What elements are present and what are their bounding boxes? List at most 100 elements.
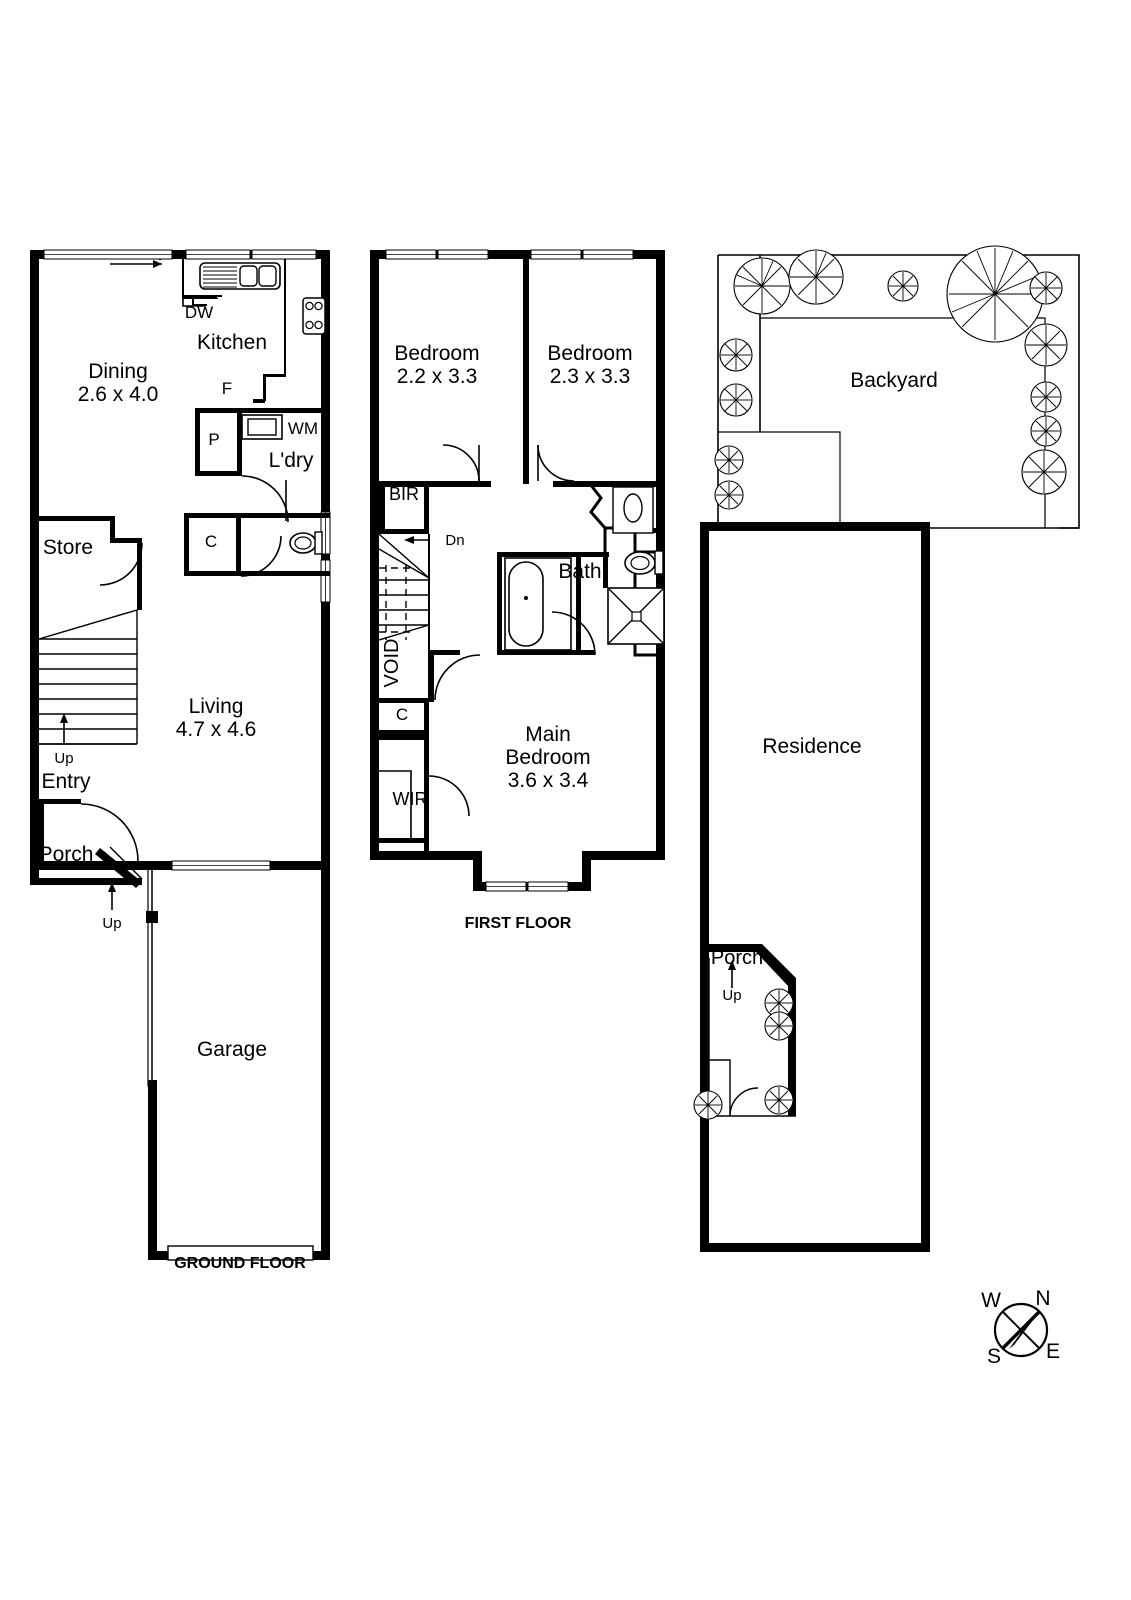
- label-dishwasher: DW: [185, 303, 213, 322]
- entry-door: [39, 799, 139, 862]
- door-swing-bath: [551, 611, 596, 656]
- built-in-robe-walls: [379, 481, 429, 534]
- label-site-up: Up: [722, 987, 741, 1004]
- toilet-icon-first: [624, 550, 664, 575]
- cupboard-first-walls: [379, 698, 429, 735]
- label-residence: Residence: [762, 735, 861, 758]
- label-porch-site: Porch: [711, 947, 763, 969]
- label-fridge: F: [222, 379, 232, 398]
- label-kitchen: Kitchen: [197, 331, 267, 354]
- walk-in-robe-walls: [379, 735, 429, 855]
- washing-machine-icon: [241, 414, 283, 440]
- site-plan: Backyard Residence Porch Up: [693, 245, 1080, 1252]
- dishwasher-outline: [182, 296, 205, 307]
- tree-icon: [764, 988, 794, 1018]
- ground-floor-plan: Dining 2.6 x 4.0 Kitchen DW F P WM L'dry…: [30, 249, 331, 1272]
- tree-icon: [714, 480, 744, 510]
- residence-walls: [700, 522, 930, 1252]
- compass-label-west: W: [981, 1289, 1001, 1312]
- toilet-icon: [289, 531, 323, 555]
- site-porch: [700, 944, 796, 1117]
- label-built-in-robe: BIR: [389, 484, 419, 504]
- label-living-dimensions: 4.7 x 4.6: [176, 718, 257, 741]
- tree-icon: [1021, 449, 1067, 495]
- label-main-bedroom-dimensions: 3.6 x 3.4: [508, 769, 589, 792]
- door-swing-main-bedroom: [434, 654, 481, 701]
- caption-first-floor: FIRST FLOOR: [465, 915, 572, 932]
- sliding-door-arrow: [110, 260, 162, 268]
- tree-icon: [1030, 381, 1062, 413]
- store-walls: [39, 516, 142, 610]
- door-swing-wc: [240, 535, 282, 577]
- tree-icon: [1030, 415, 1062, 447]
- label-dining-dimensions: 2.6 x 4.0: [78, 383, 159, 406]
- label-bedroom-2-dimensions: 2.2 x 3.3: [397, 365, 478, 388]
- label-main-bedroom-line1: Main: [525, 723, 571, 746]
- compass-label-south: S: [987, 1345, 1001, 1368]
- staircase-ground: [38, 609, 138, 745]
- label-entry: Entry: [41, 770, 91, 793]
- tree-icon: [764, 1011, 794, 1041]
- stair-down-arrow: [404, 536, 430, 544]
- tree-icon: [1024, 323, 1068, 367]
- tree-icon: [887, 270, 919, 302]
- label-bedroom-3: Bedroom: [547, 342, 632, 365]
- door-swing-laundry: [241, 475, 289, 523]
- tree-icon: [719, 383, 753, 417]
- label-garage: Garage: [197, 1038, 267, 1061]
- tree-icon: [788, 249, 844, 305]
- staircase-first: [378, 533, 430, 700]
- door-swing-bedroom-right: [537, 444, 575, 482]
- tree-icon: [693, 1090, 723, 1120]
- label-store: Store: [43, 536, 93, 559]
- tree-icon: [719, 338, 753, 372]
- label-cupboard-first: C: [396, 705, 408, 724]
- tree-symbols: [693, 245, 1068, 1120]
- label-void: VOID: [381, 639, 403, 688]
- site-porch-up-arrow: [728, 960, 736, 988]
- label-bath: Bath: [558, 560, 601, 583]
- label-bedroom-3-dimensions: 2.3 x 3.3: [550, 365, 631, 388]
- first-floor-plan: Dn VOID C WIR: [370, 249, 665, 932]
- label-pantry: P: [208, 430, 219, 449]
- label-bedroom-2: Bedroom: [394, 342, 479, 365]
- porch-up-arrow: [108, 882, 116, 910]
- label-stair-down: Dn: [445, 532, 464, 549]
- label-stair-up-porch: Up: [102, 915, 121, 932]
- tree-icon: [714, 445, 744, 475]
- label-backyard: Backyard: [850, 369, 938, 392]
- porch-walls: [30, 846, 143, 888]
- first-floor-windows: [385, 249, 634, 892]
- label-walk-in-robe: WIR: [393, 789, 428, 809]
- tree-icon: [733, 257, 791, 315]
- label-laundry: L'dry: [269, 449, 314, 472]
- caption-ground-floor: GROUND FLOOR: [174, 1255, 306, 1272]
- compass-rose: N E S W: [981, 1287, 1060, 1368]
- label-washing-machine: WM: [288, 419, 318, 438]
- garage-boundary: [146, 866, 158, 1082]
- shower-icon: [607, 587, 665, 645]
- label-main-bedroom-line2: Bedroom: [505, 746, 590, 769]
- basin-icon: [612, 486, 654, 534]
- wir-inner-line: [379, 770, 412, 838]
- cooktop-icon: [302, 297, 326, 335]
- ground-floor-windows: [43, 249, 331, 1261]
- door-swing-wir: [428, 775, 470, 817]
- tree-icon: [1029, 271, 1063, 305]
- stair-up-arrow-ground: [60, 713, 68, 745]
- kitchen-sink-icon: [199, 262, 281, 290]
- tree-icon: [764, 1085, 794, 1115]
- tree-icon: [946, 245, 1044, 343]
- label-cupboard-ground: C: [205, 532, 217, 551]
- compass-label-north: N: [1035, 1287, 1050, 1310]
- door-swing-store: [99, 542, 143, 586]
- label-living: Living: [189, 695, 244, 718]
- compass-label-east: E: [1046, 1340, 1060, 1363]
- label-dining: Dining: [88, 360, 148, 383]
- bathtub-icon: [504, 557, 572, 651]
- door-swing-bedroom-left: [442, 444, 480, 482]
- label-porch-ground: Porch: [39, 843, 94, 866]
- label-stair-up-living: Up: [54, 750, 73, 767]
